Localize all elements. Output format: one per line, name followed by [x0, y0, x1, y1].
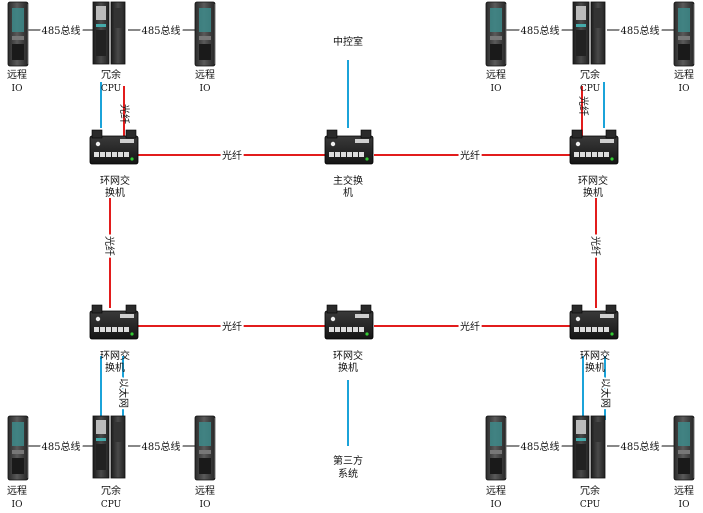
bus-485-label: 485总线 [520, 440, 559, 453]
redundant-label: 冗余 [101, 68, 121, 81]
ethernet-label: 以太网 [599, 378, 612, 408]
redundant-cpu-icon [572, 1, 606, 65]
io-label: IO [491, 84, 502, 94]
remote-label: 远程 [674, 69, 694, 81]
central-room-label: 中控室 [333, 35, 363, 48]
redundant-cpu-icon [92, 1, 126, 65]
bus-485-lines [28, 29, 674, 447]
io-label: IO [679, 84, 690, 94]
redundant-label: 冗余 [580, 68, 600, 81]
ring-switch-label: 换机 [583, 186, 603, 199]
ring-switch-label: 环网交 [333, 349, 363, 362]
remote-label: 远程 [7, 69, 27, 81]
io-label: IO [200, 500, 211, 510]
remote-io-module-icon [673, 1, 695, 67]
remote-label: 远程 [674, 485, 694, 497]
fiber-label: 光纤 [460, 320, 480, 333]
redundant-cpu-icon [92, 415, 126, 479]
fiber-label: 光纤 [222, 149, 242, 162]
remote-label: 远程 [195, 69, 215, 81]
main-switch-label: 主交换 [333, 174, 363, 187]
network-switch-icon [89, 129, 139, 165]
bus-485-label: 485总线 [141, 440, 180, 453]
bus-485-label: 485总线 [620, 24, 659, 37]
remote-io-module-icon [194, 1, 216, 67]
redundant-cpu-icon [572, 415, 606, 479]
fiber-label: 光纤 [577, 96, 590, 116]
third-party-label: 系统 [338, 467, 358, 480]
remote-label: 远程 [195, 485, 215, 497]
third-party-label: 第三方 [333, 454, 363, 467]
bus-485-label: 485总线 [620, 440, 659, 453]
ring-switch-label: 换机 [105, 186, 125, 199]
network-switch-icon [324, 129, 374, 165]
fiber-label: 光纤 [589, 236, 602, 256]
remote-io-module-icon [194, 415, 216, 481]
ring-switch-label: 环网交 [580, 349, 610, 362]
io-label: IO [12, 84, 23, 94]
io-label: IO [200, 84, 211, 94]
cpu-label: CPU [101, 500, 122, 510]
cpu-label: CPU [101, 84, 122, 94]
ethernet-label: 以太网 [117, 378, 130, 408]
fiber-label: 光纤 [118, 104, 131, 124]
bus-485-label: 485总线 [141, 24, 180, 37]
remote-io-module-icon [7, 415, 29, 481]
network-switch-icon [569, 304, 619, 340]
fiber-ring [109, 86, 597, 327]
ring-switch-label: 环网交 [100, 349, 130, 362]
cpu-label: CPU [580, 500, 601, 510]
remote-label: 远程 [7, 485, 27, 497]
ring-switch-label: 环网交 [578, 174, 608, 187]
ring-switch-label: 换机 [585, 361, 605, 374]
bus-485-label: 485总线 [41, 24, 80, 37]
redundant-label: 冗余 [580, 484, 600, 497]
bus-485-label: 485总线 [520, 24, 559, 37]
remote-io-module-icon [7, 1, 29, 67]
fiber-label: 光纤 [222, 320, 242, 333]
ring-switch-label: 换机 [338, 361, 358, 374]
ethernet-links [100, 60, 606, 446]
io-label: IO [12, 500, 23, 510]
io-label: IO [491, 500, 502, 510]
redundant-label: 冗余 [101, 484, 121, 497]
network-switch-icon [89, 304, 139, 340]
ring-switch-label: 换机 [105, 361, 125, 374]
remote-label: 远程 [486, 485, 506, 497]
remote-io-module-icon [485, 415, 507, 481]
fiber-label: 光纤 [103, 236, 116, 256]
network-switch-icon [569, 129, 619, 165]
fiber-label: 光纤 [460, 149, 480, 162]
main-switch-label: 机 [343, 186, 353, 199]
remote-io-module-icon [673, 415, 695, 481]
remote-label: 远程 [486, 69, 506, 81]
io-label: IO [679, 500, 690, 510]
bus-485-label: 485总线 [41, 440, 80, 453]
cpu-label: CPU [580, 84, 601, 94]
ring-switch-label: 环网交 [100, 174, 130, 187]
network-switch-icon [324, 304, 374, 340]
remote-io-module-icon [485, 1, 507, 67]
